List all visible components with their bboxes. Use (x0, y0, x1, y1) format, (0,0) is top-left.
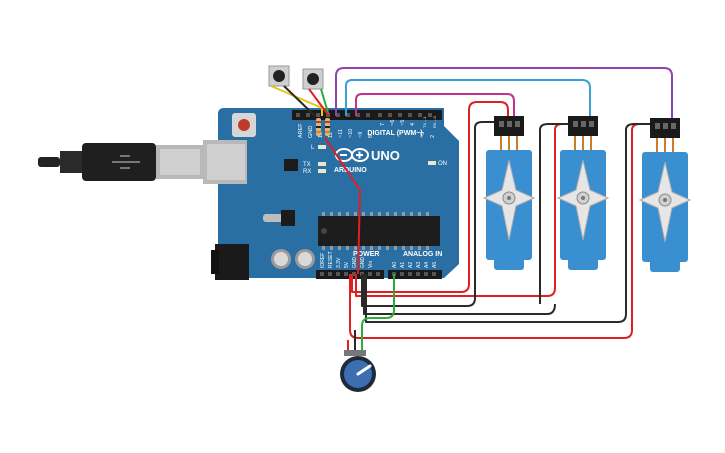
wire-red-button (308, 88, 330, 117)
led-tx-label: TX (303, 162, 311, 168)
pin-label-2: 2 (430, 135, 436, 138)
power-jack (215, 244, 249, 280)
pin-label-11: ~11 (338, 129, 344, 138)
analog-header (388, 270, 442, 279)
wire-black-servo2b (539, 123, 568, 304)
wire-blue (345, 79, 591, 122)
usb-cable (38, 143, 204, 181)
model-label: UNO (371, 148, 400, 163)
pin-label-12: 12 (328, 132, 334, 138)
pin-label-gnd2: GND (360, 257, 366, 269)
pin-label-7: 7 (380, 123, 386, 126)
pin-label-9: ~9 (358, 132, 364, 138)
servo-1[interactable] (482, 116, 536, 270)
push-button-1[interactable] (268, 65, 290, 87)
wire-black-servo3 (365, 123, 652, 323)
atmega-chip (318, 216, 440, 246)
analog-header-label: ANALOG IN (403, 251, 442, 258)
pin-label-6: ~6 (390, 120, 396, 126)
wire-magenta (355, 93, 515, 122)
digital-header-label: DIGITAL (PWM~) (367, 130, 422, 137)
pin-label-a0: A0 (392, 262, 398, 268)
wire-red-servo1 (351, 101, 509, 293)
led-rx-label: RX (303, 169, 311, 175)
arduino-board[interactable]: DIGITAL (PWM~) UNO ARDUINO ON L TX RX PO… (203, 108, 459, 280)
pin-label-0: RX←0 (432, 115, 437, 128)
pin-label-ioref: IOREF (320, 253, 326, 268)
pin-label-10: ~10 (348, 129, 354, 138)
pin-label-reset: RESET (328, 251, 334, 268)
pin-label-a4: A4 (424, 262, 430, 268)
pin-label-4: 4 (410, 123, 416, 126)
wire-green-pot (361, 274, 395, 352)
wire-purple (335, 67, 673, 122)
on-label: ON (438, 161, 447, 167)
pin-label-a2: A2 (408, 262, 414, 268)
pin-label-a3: A3 (416, 262, 422, 268)
wire-black-button (283, 85, 316, 117)
pin-label-a5: A5 (432, 262, 438, 268)
pin-label-vin: Vin (368, 261, 374, 268)
pin-label-aref: AREF (298, 123, 304, 138)
pin-label-5: ~5 (400, 120, 406, 126)
resistor-1 (316, 118, 321, 136)
wire-black-servo1 (361, 121, 498, 307)
pin-label-1: TX→1 (422, 116, 427, 128)
pin-label-5v: 5V (344, 261, 350, 268)
pin-label-gnd1: GND (352, 257, 358, 269)
wire-red-board (324, 137, 361, 275)
pin-label-3v3: 3.3V (336, 257, 342, 268)
potentiometer[interactable] (340, 350, 376, 392)
power-header-label: POWER (353, 251, 379, 258)
resistor-2 (325, 118, 330, 136)
led-l-label: L (311, 145, 315, 151)
pin-label-13: 13 (318, 132, 324, 138)
pin-label-a1: A1 (400, 262, 406, 268)
servo-2[interactable] (556, 116, 610, 270)
pin-label-3: ~3 (420, 132, 426, 138)
push-button-2[interactable] (302, 68, 324, 90)
pin-label-8: 8 (368, 135, 374, 138)
wire-red-power (349, 123, 654, 339)
brand-label: ARDUINO (334, 167, 367, 174)
servo-3[interactable] (638, 118, 692, 272)
wire-black-servo2 (363, 274, 556, 315)
wire-green-button (320, 88, 330, 117)
pin-label-gnd: GND (308, 126, 314, 138)
